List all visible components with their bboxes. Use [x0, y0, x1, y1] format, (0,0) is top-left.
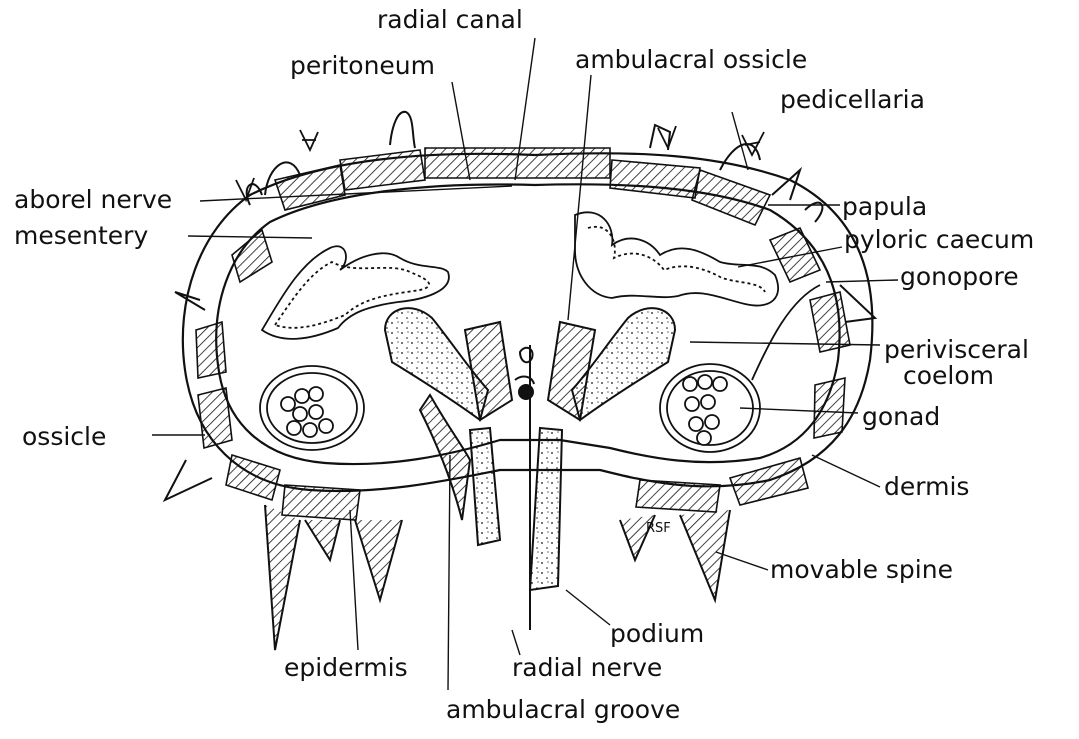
label-epidermis: epidermis	[284, 653, 408, 682]
label-perivisceral: perivisceral	[884, 335, 1029, 364]
label-aborel-nerve: aborel nerve	[14, 185, 172, 214]
label-movable-spine: movable spine	[770, 555, 953, 584]
artist-signature: RSF	[646, 521, 671, 536]
ambulacral-region	[385, 308, 675, 630]
label-dermis: dermis	[884, 472, 969, 501]
label-ambulacral-ossicle: ambulacral ossicle	[575, 45, 807, 74]
label-peritoneum: peritoneum	[290, 51, 435, 80]
label-pedicellaria: pedicellaria	[780, 85, 925, 114]
label-ossicle: ossicle	[22, 422, 106, 451]
pyloric-caeca	[262, 212, 778, 339]
label-radial-canal: radial canal	[377, 5, 523, 34]
label-gonad: gonad	[862, 402, 940, 431]
label-gonopore: gonopore	[900, 262, 1019, 291]
label-ambulacral-groove: ambulacral groove	[446, 695, 680, 724]
leader-lines	[152, 38, 898, 690]
label-podium: podium	[610, 619, 704, 648]
label-papula: papula	[842, 192, 927, 221]
label-radial-nerve: radial nerve	[512, 653, 662, 682]
label-coelom: coelom	[903, 361, 994, 390]
label-pyloric-caecum: pyloric caecum	[844, 225, 1034, 254]
label-mesentery: mesentery	[14, 221, 148, 250]
